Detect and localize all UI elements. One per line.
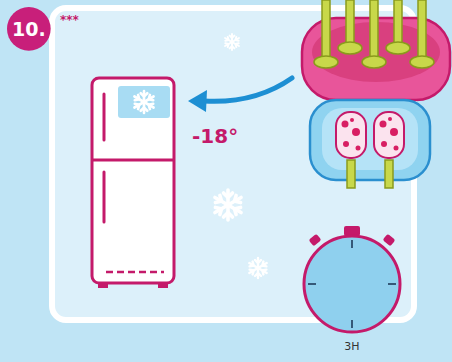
- popsicle-mold: [310, 100, 430, 188]
- step-number: 10.: [12, 18, 46, 40]
- snowflake: [249, 258, 266, 278]
- stick-tray: [302, 0, 450, 100]
- stopwatch: [304, 226, 400, 332]
- duration: 3H: [344, 340, 359, 353]
- step-badge: 10.: [6, 6, 52, 52]
- difficulty-stars: ***: [60, 13, 79, 27]
- snowflake: [215, 190, 241, 220]
- fridge: [92, 78, 174, 288]
- arrow: [188, 78, 292, 112]
- snowflake: [225, 34, 239, 50]
- temperature: -18°: [192, 124, 238, 148]
